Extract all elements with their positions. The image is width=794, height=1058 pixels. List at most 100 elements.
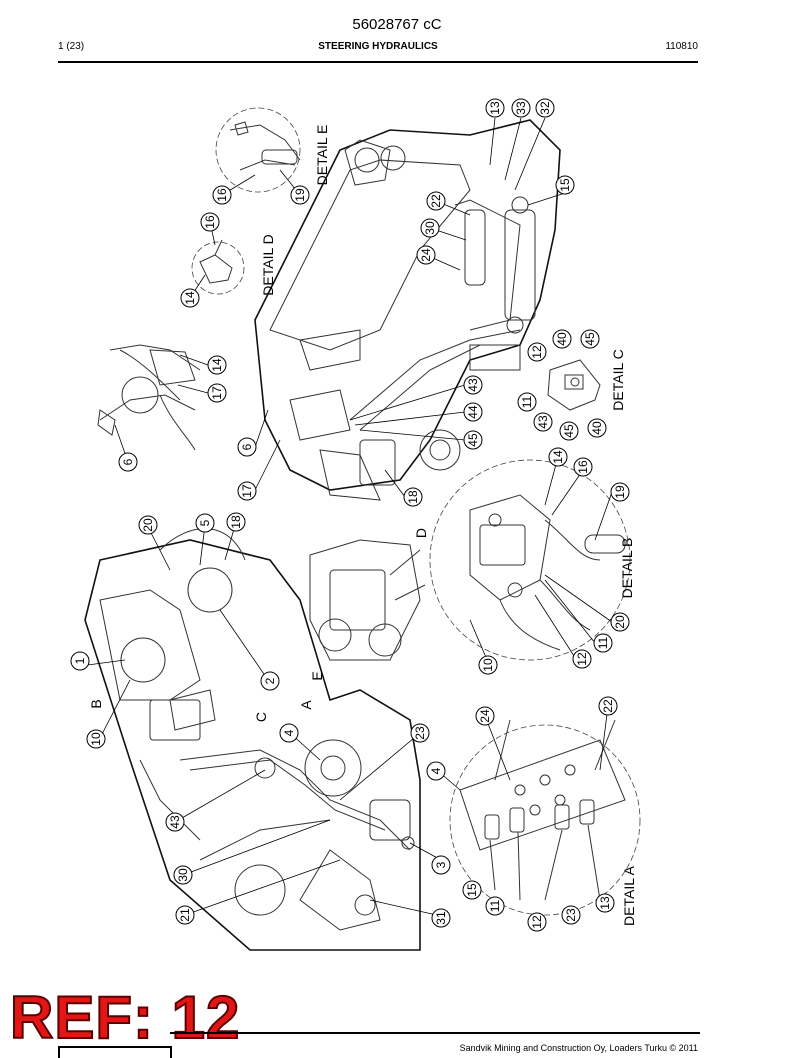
callout-45: 45 — [580, 329, 600, 349]
callout-23: 23 — [561, 905, 581, 925]
svg-text:16: 16 — [576, 460, 590, 474]
detail-a-inset — [449, 719, 641, 916]
svg-text:19: 19 — [613, 485, 627, 499]
label-view-b: B — [88, 699, 104, 708]
svg-text:17: 17 — [210, 386, 224, 400]
svg-text:10: 10 — [481, 658, 495, 672]
callout-19: 19 — [610, 482, 630, 502]
svg-text:22: 22 — [601, 699, 615, 713]
callout-30: 30 — [420, 218, 440, 238]
callout-2: 2 — [260, 671, 280, 691]
callout-14: 14 — [548, 447, 568, 467]
svg-text:14: 14 — [210, 358, 224, 372]
svg-text:18: 18 — [406, 490, 420, 504]
callouts: 13 33 32 15 22 30 24 16 19 16 14 14 17 6… — [70, 98, 630, 932]
svg-text:22: 22 — [429, 194, 443, 208]
callout-22: 22 — [598, 696, 618, 716]
svg-text:24: 24 — [478, 709, 492, 723]
callout-19: 19 — [290, 185, 310, 205]
main-frame-view-lower — [84, 528, 421, 951]
callout-5: 5 — [195, 513, 215, 533]
callout-22: 22 — [426, 191, 446, 211]
leader-lines — [79, 117, 613, 917]
svg-text:11: 11 — [488, 899, 502, 912]
detail-e-inset — [215, 107, 301, 193]
svg-text:12: 12 — [575, 652, 589, 666]
callout-15: 15 — [462, 880, 482, 900]
svg-text:13: 13 — [488, 101, 502, 115]
svg-text:2: 2 — [263, 677, 277, 684]
callout-13: 13 — [595, 893, 615, 913]
callout-33: 33 — [511, 98, 531, 118]
callout-3: 3 — [431, 855, 451, 875]
label-detail-e: DETAIL E — [314, 125, 330, 186]
footer-divider — [170, 1032, 700, 1034]
svg-text:19: 19 — [293, 188, 307, 202]
callout-40: 40 — [587, 418, 607, 438]
callout-32: 32 — [535, 98, 555, 118]
header-divider — [58, 61, 698, 63]
revision-date: 110810 — [665, 41, 698, 52]
svg-text:13: 13 — [598, 896, 612, 910]
svg-text:45: 45 — [562, 424, 576, 438]
callout-14: 14 — [180, 288, 200, 308]
detail-d-inset — [191, 239, 245, 295]
callout-45: 45 — [559, 421, 579, 441]
svg-text:20: 20 — [141, 518, 155, 532]
callout-45: 45 — [463, 430, 483, 450]
callout-11: 11 — [593, 633, 613, 653]
detail-c-inset — [547, 359, 601, 411]
label-detail-b: DETAIL B — [619, 538, 635, 599]
svg-text:44: 44 — [466, 405, 480, 419]
svg-text:30: 30 — [423, 221, 437, 235]
callout-43: 43 — [533, 412, 553, 432]
callout-12: 12 — [527, 342, 547, 362]
callout-17: 17 — [207, 383, 227, 403]
document-number: 56028767 cC — [352, 16, 442, 33]
callout-43: 43 — [165, 812, 185, 832]
callout-16: 16 — [200, 212, 220, 232]
callout-6: 6 — [118, 452, 138, 472]
label-detail-a: DETAIL A — [621, 865, 637, 926]
callout-14: 14 — [207, 355, 227, 375]
svg-text:10: 10 — [89, 732, 103, 746]
svg-text:43: 43 — [536, 415, 550, 429]
callout-4: 4 — [426, 761, 446, 781]
callout-4: 4 — [279, 723, 299, 743]
svg-text:32: 32 — [538, 101, 552, 115]
label-view-a: A — [298, 700, 314, 710]
svg-text:14: 14 — [551, 450, 565, 464]
label-detail-d: DETAIL D — [260, 234, 276, 295]
callout-10: 10 — [478, 655, 498, 675]
page-header: 1 (23) STEERING HYDRAULICS 110810 — [58, 41, 698, 57]
svg-text:43: 43 — [168, 815, 182, 829]
svg-text:11: 11 — [520, 395, 534, 408]
callout-17: 17 — [237, 481, 257, 501]
svg-text:12: 12 — [530, 345, 544, 359]
svg-text:21: 21 — [178, 908, 192, 922]
page-title: STEERING HYDRAULICS — [318, 41, 438, 52]
callout-10: 10 — [86, 729, 106, 749]
label-view-c: C — [253, 712, 269, 722]
callout-31: 31 — [431, 908, 451, 928]
callout-20: 20 — [138, 515, 158, 535]
callout-12: 12 — [572, 649, 592, 669]
svg-text:18: 18 — [229, 515, 243, 529]
callout-15: 15 — [555, 175, 575, 195]
svg-text:43: 43 — [466, 378, 480, 392]
svg-text:1: 1 — [73, 657, 87, 664]
main-frame-view-upper — [254, 119, 561, 501]
page-indicator: 1 (23) — [58, 41, 85, 52]
svg-text:16: 16 — [215, 188, 229, 202]
callout-18: 18 — [226, 512, 246, 532]
detail-b-inset — [429, 459, 631, 661]
svg-text:17: 17 — [240, 484, 254, 498]
svg-text:4: 4 — [282, 729, 296, 736]
callout-23: 23 — [410, 723, 430, 743]
svg-text:30: 30 — [176, 868, 190, 882]
label-view-e: E — [309, 671, 325, 680]
reference-stamp: REF: 12 — [9, 983, 241, 1052]
callout-24: 24 — [475, 706, 495, 726]
callout-44: 44 — [463, 402, 483, 422]
svg-text:15: 15 — [465, 883, 479, 897]
